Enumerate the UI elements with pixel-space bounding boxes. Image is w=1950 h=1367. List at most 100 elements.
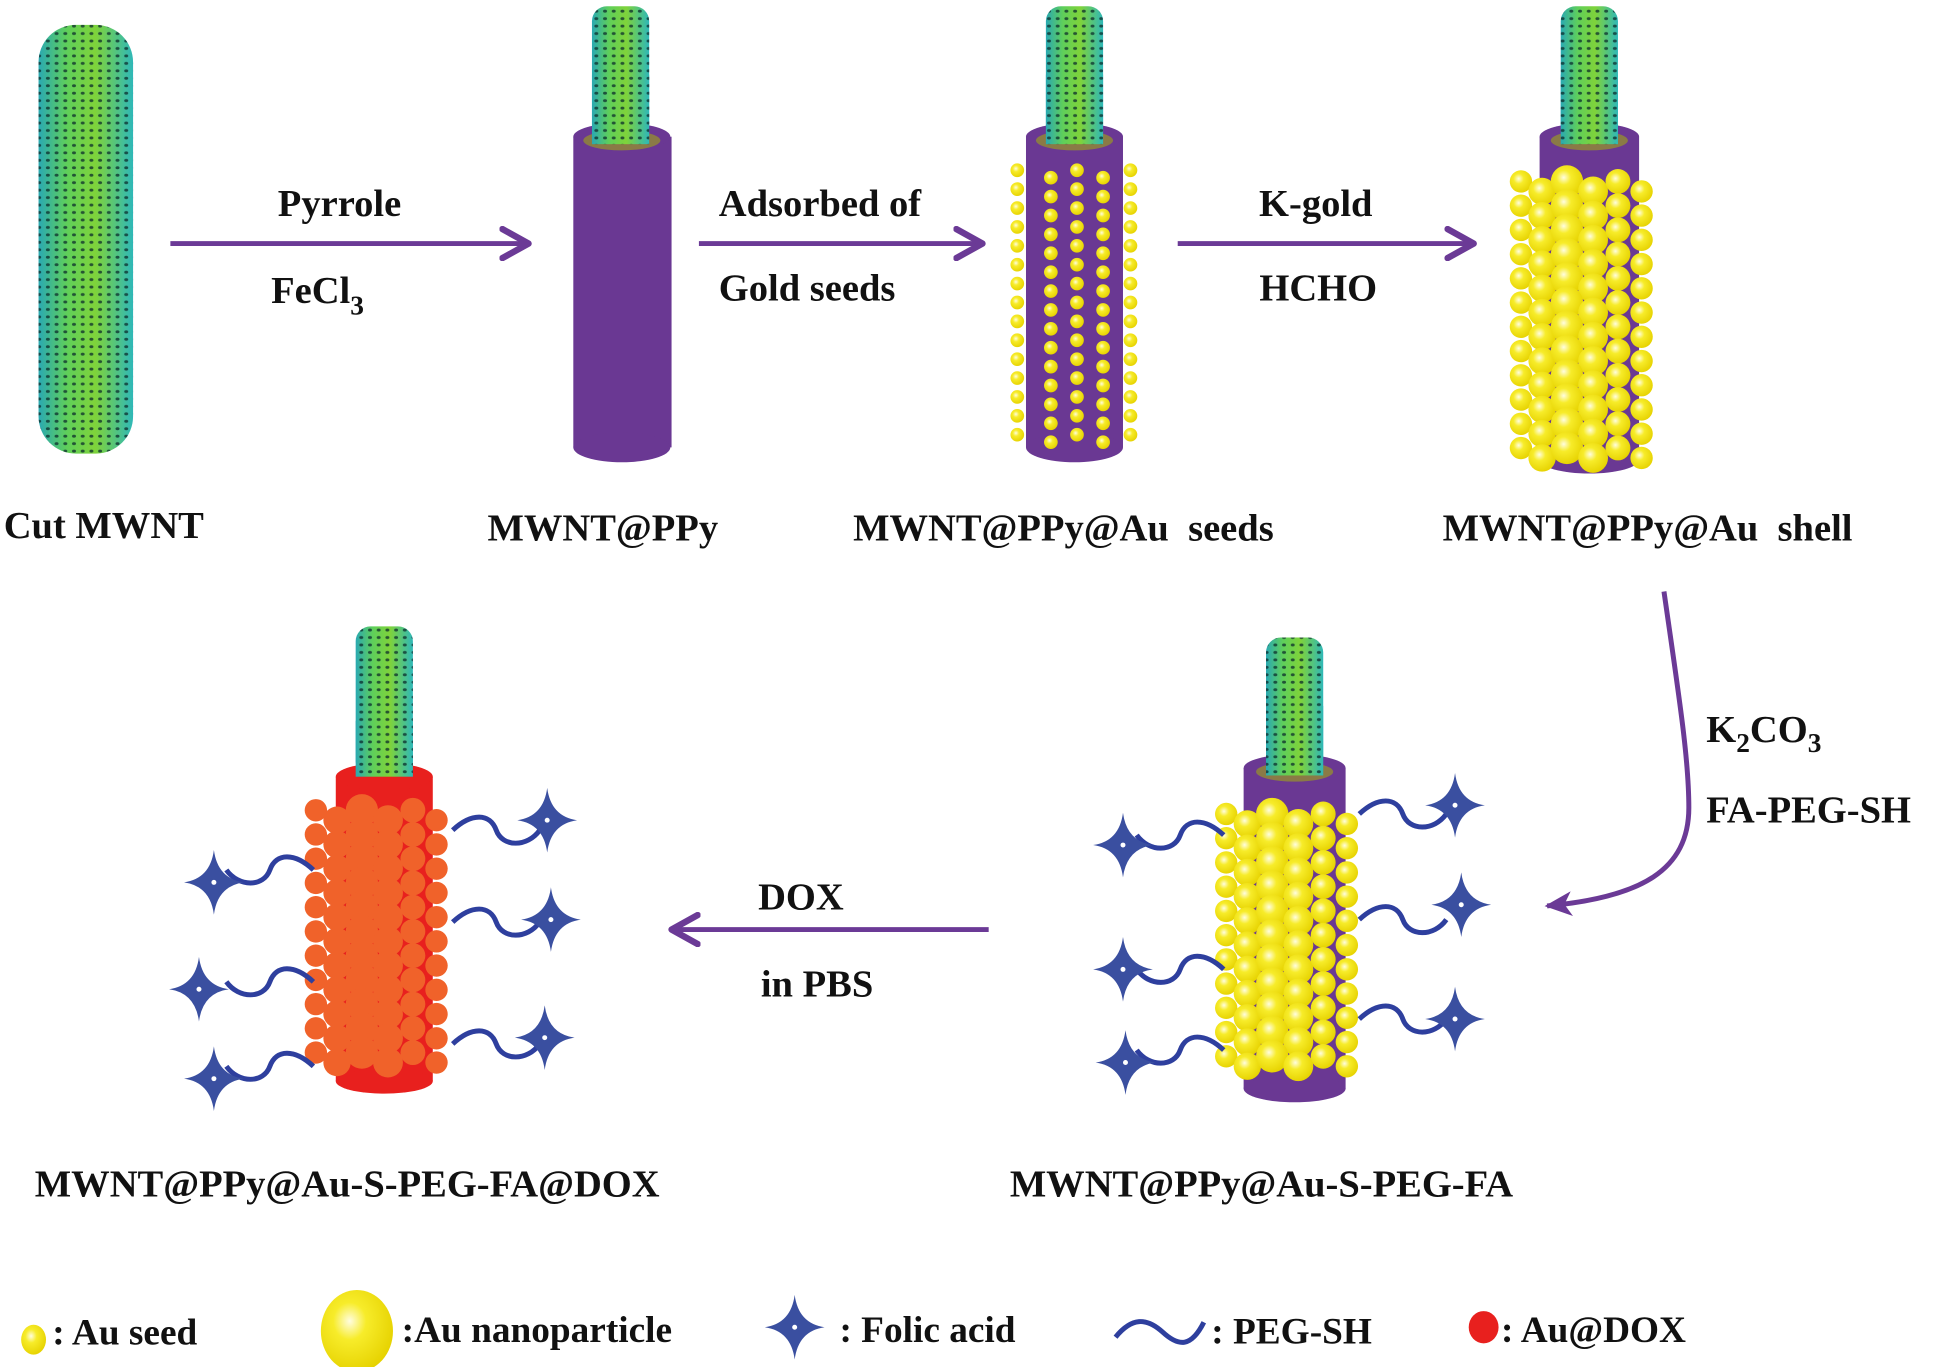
au-nanoparticle [1550,165,1584,198]
au-seed-particle [1070,201,1084,215]
label-mwnt-peg-fa-dox: MWNT@PPy@Au-S-PEG-FA@DOX [35,1164,660,1206]
au-seed-particle [1096,397,1110,412]
au-nanoparticle [1605,338,1631,364]
au-seed-particle [1044,170,1058,185]
au-seed-particle [1096,208,1110,223]
au-seed-particle [1096,284,1110,298]
au-nanoparticle [1283,978,1314,1009]
au-dox-particle [323,879,351,907]
au-seed-particle [1096,416,1110,431]
au-seed-particle [1123,276,1138,291]
au-seed-particle [1044,284,1058,298]
au-dox-particle [373,877,403,908]
label-mwnt-peg-fa: MWNT@PPy@Au-S-PEG-FA [1010,1164,1513,1206]
au-nanoparticle [1283,809,1314,839]
au-seed-particle [1010,352,1025,366]
legend-label-folic-acid: : Folic acid [839,1310,1015,1351]
au-seed-particle [1044,303,1058,317]
au-dox-particle [400,822,426,847]
au-nanoparticle [1528,226,1556,254]
peg-sh-chain [1134,953,1226,985]
au-dox-particle [373,853,403,884]
au-nanoparticle [1605,387,1631,412]
au-nanoparticle [1215,1020,1238,1044]
au-nanoparticle [1283,954,1314,985]
legend-label-au-nanoparticle: :Au nanoparticle [402,1310,672,1351]
au-dox-particle [304,896,328,919]
au-nanoparticle [1605,169,1631,194]
legend-item-au-seed: : Au seed [21,1313,198,1355]
au-seed-particle [1123,314,1138,329]
au-nanoparticle [1233,907,1262,935]
au-seed-particle [1010,295,1025,310]
folic-acid-star [521,887,581,952]
au-seed-particle [1096,359,1110,374]
au-nanoparticle [1528,371,1556,399]
au-nanoparticle [1310,850,1336,875]
step3-reagent-hcho: HCHO [1259,268,1377,310]
au-seed-particle [1070,238,1084,253]
au-nanoparticle [1630,301,1653,324]
au-nanoparticle [1528,298,1556,327]
peg-sh-chain [450,1028,542,1060]
au-dox-particle [400,894,426,920]
au-dox-particle [304,799,328,822]
au-seed-particle [1044,397,1058,412]
au-nanoparticle [1509,339,1533,363]
au-seed-particle [1123,408,1138,423]
au-nanoparticle [1630,180,1653,203]
au-nanoparticle [1550,262,1584,295]
au-dox-particle [425,978,448,1002]
au-nanoparticle [1630,398,1653,421]
au-nanoparticle [1630,277,1653,300]
au-nanoparticle [1335,1055,1359,1078]
au-nanoparticle [1256,797,1289,831]
au-dox-particle [345,963,379,997]
au-nanoparticle [1528,395,1556,424]
step3-reagent-k-gold: K-gold [1259,183,1372,225]
au-nanoparticle [1509,364,1533,387]
au-dox-particle [373,829,403,860]
au-seed-particle [1044,208,1058,223]
au-nanoparticle [1509,267,1533,290]
au-seed-particle [1096,303,1110,317]
au-seed-particle [1123,427,1138,442]
peg-sh-icon [1113,1319,1207,1345]
au-seed-particle [1070,390,1084,404]
peg-sh-chain [1134,1034,1226,1066]
au-dox-particle [323,1048,351,1077]
au-dox-particle [323,976,351,1004]
au-nanoparticle [1256,943,1289,976]
au-seed-particle [1070,427,1084,442]
step4-reagent-fa-peg-sh: FA-PEG-SH [1706,790,1911,832]
au-nanoparticle [1605,217,1631,243]
step5-reagent-dox: DOX [758,877,844,919]
au-seed-particle [1044,359,1058,374]
au-dox-particle [425,930,448,953]
au-nanoparticle [1335,909,1359,933]
au-seed-particle [1044,265,1058,279]
au-nanoparticle [1630,374,1653,397]
au-nanoparticle [1630,204,1653,227]
label-mwnt-ppy: MWNT@PPy [488,508,719,550]
au-seed-particle [1070,333,1084,348]
au-dox-particle [345,939,379,972]
au-nanoparticle [1283,1051,1314,1082]
au-nanoparticle [1528,274,1556,302]
au-seed-particle [1070,276,1084,291]
mwnt-peg-fa-illustration [1093,637,1492,1103]
au-nanoparticle [1233,858,1262,887]
au-dox-particle [373,1047,403,1078]
au-seed-particle [1123,238,1138,253]
au-nanoparticle [1630,422,1653,445]
step1-reagent-fecl3: FeCl3 [271,270,364,320]
au-seed-particle [1096,170,1110,185]
au-nanoparticle [1605,193,1631,219]
au-nanoparticle [1215,923,1238,947]
au-dox-particle [345,842,379,875]
au-nanoparticle [1550,237,1584,271]
au-seed-particle [1070,220,1084,234]
au-seed-particle [1010,333,1025,348]
mwnt-peg-fa-dox-illustration [169,626,581,1111]
au-nanoparticle [1578,370,1609,401]
